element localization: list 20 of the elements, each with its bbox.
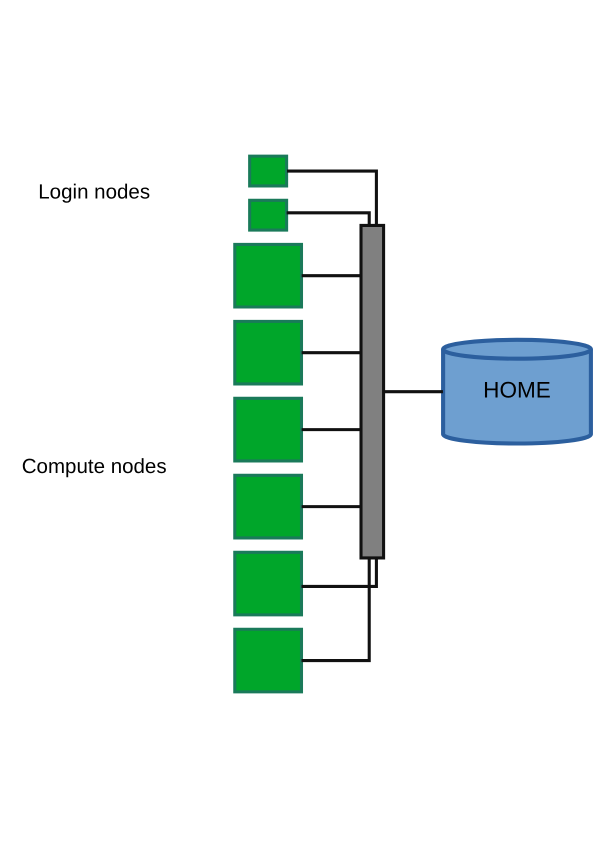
node-box xyxy=(232,396,303,462)
node-box xyxy=(248,154,288,188)
node-box xyxy=(232,550,303,616)
node-box xyxy=(232,320,303,386)
connector xyxy=(286,169,378,226)
connector xyxy=(301,351,360,354)
connector xyxy=(301,558,378,588)
connector xyxy=(301,274,360,278)
node-box xyxy=(248,198,288,232)
connector xyxy=(383,390,442,394)
label: Login nodes xyxy=(38,180,150,204)
node-bar xyxy=(358,224,385,560)
node-box xyxy=(232,628,303,694)
node-box xyxy=(232,242,303,309)
connector xyxy=(301,558,370,662)
connector xyxy=(301,505,360,508)
connector xyxy=(301,428,360,432)
connector xyxy=(286,211,370,226)
label: Compute nodes xyxy=(21,454,166,478)
node-box xyxy=(232,474,303,540)
